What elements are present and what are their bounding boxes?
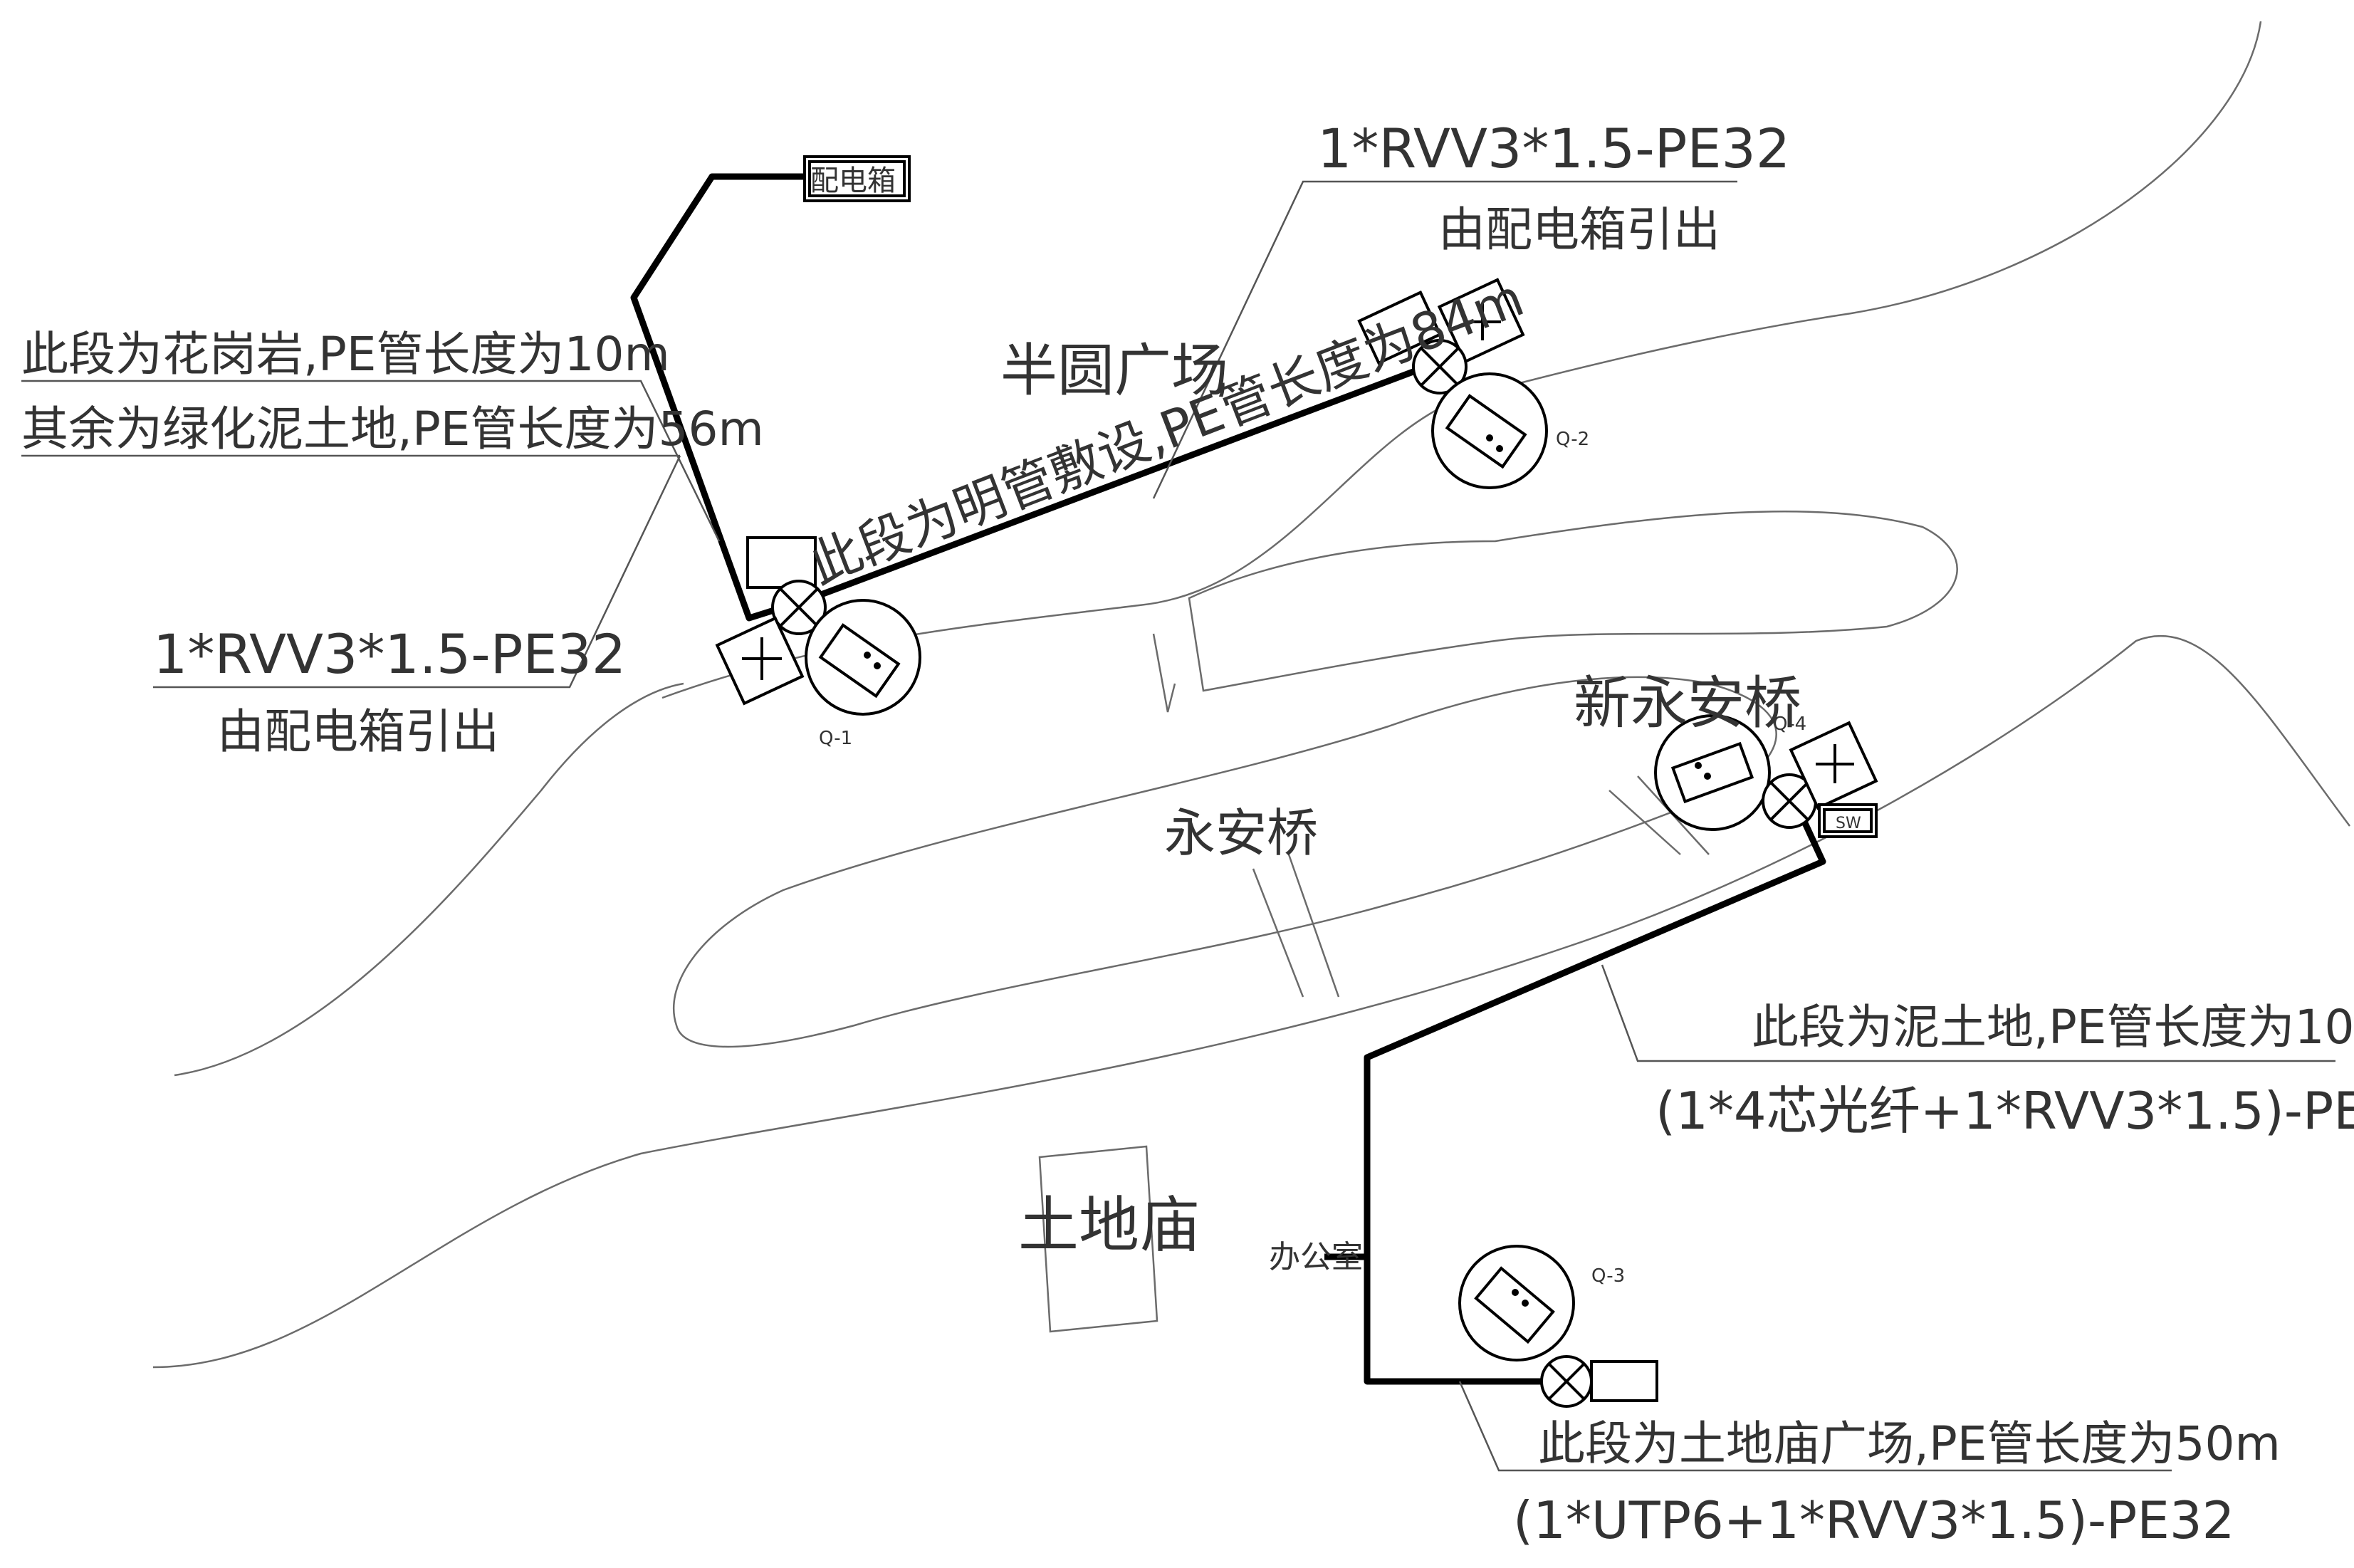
bridge-line-2 bbox=[1252, 868, 1304, 998]
q2-label: Q-2 bbox=[1556, 429, 1589, 450]
distribution-box-inner-frame bbox=[808, 160, 906, 197]
note-diagonal: 此段为明管敷设,PE管长度为84m bbox=[802, 268, 1532, 595]
q2-camera-body bbox=[1445, 394, 1527, 469]
q1-grounding-box bbox=[715, 616, 805, 706]
leader-lines bbox=[21, 180, 2335, 1472]
q4-camera-dot-1 bbox=[1695, 762, 1702, 769]
distribution-box: 配电箱 bbox=[803, 155, 911, 202]
switch-label: SW bbox=[1836, 815, 1861, 832]
q4-camera-body bbox=[1670, 741, 1754, 804]
place-tudi-temple: 土地庙 bbox=[1018, 1191, 1200, 1261]
cable-q4-to-q3 bbox=[1364, 814, 1826, 1385]
cable-routes bbox=[630, 173, 1826, 1385]
place-yongan-bridge: 永安桥 bbox=[1164, 803, 1318, 863]
leader-bottom bbox=[1458, 1381, 2172, 1472]
camera-q3: Q-3 bbox=[1458, 1245, 1658, 1408]
note-left-cable: 1*RVV3*1.5-PE32 bbox=[153, 622, 626, 686]
bridge-line-3 bbox=[1287, 854, 1340, 998]
distribution-box-label: 配电箱 bbox=[810, 164, 896, 197]
note-bottom-cable: (1*UTP6+1*RVV3*1.5)-PE32 bbox=[1513, 1490, 2234, 1550]
q1-camera-dot-2 bbox=[874, 662, 881, 669]
camera-q1: Q-1 bbox=[715, 536, 921, 749]
q1-junction-cross-b bbox=[779, 587, 819, 627]
note-left-greenland: 其余为绿化泥土地,PE管长度为56m bbox=[21, 402, 764, 456]
q3-label: Q-3 bbox=[1591, 1265, 1625, 1287]
q3-junction-cross-b bbox=[1547, 1362, 1586, 1401]
q1-camera-circle bbox=[805, 599, 921, 716]
q3-camera-dot-2 bbox=[1522, 1300, 1529, 1307]
bridge-line-4 bbox=[1608, 790, 1681, 855]
upper-island-edge bbox=[1188, 510, 1958, 692]
q4-label: Q-4 bbox=[1773, 714, 1806, 735]
cable-q1-to-q2 bbox=[810, 367, 1418, 602]
leader-right bbox=[1601, 964, 2335, 1062]
distribution-box-frame bbox=[803, 155, 911, 202]
terrain-lines bbox=[152, 21, 2351, 1369]
note-top-cable: 1*RVV3*1.5-PE32 bbox=[1317, 117, 1790, 180]
lower-bank bbox=[152, 635, 2351, 1369]
bridge-line-1 bbox=[1152, 633, 1176, 713]
note-left-source: 由配电箱引出 bbox=[217, 704, 499, 759]
q3-camera-circle bbox=[1458, 1245, 1575, 1361]
leader-left-top bbox=[21, 380, 721, 542]
note-right-soil: 此段为泥土地,PE管长度为100m bbox=[1752, 1000, 2354, 1055]
camera-q4: SW Q-4 bbox=[1654, 714, 1878, 838]
q1-label: Q-1 bbox=[819, 728, 852, 749]
note-bottom-square: 此段为土地庙广场,PE管长度为50m bbox=[1538, 1416, 2281, 1471]
place-office: 办公室 bbox=[1269, 1239, 1363, 1275]
q4-junction-cross-b bbox=[1769, 781, 1809, 821]
q1-camera-dot-1 bbox=[864, 652, 871, 659]
q4-camera-dot-2 bbox=[1704, 773, 1711, 780]
tudi-temple-building bbox=[1038, 1145, 1158, 1333]
q2-junction-cross-b bbox=[1420, 347, 1460, 387]
note-left-granite: 此段为花岗岩,PE管长度为10m bbox=[21, 327, 670, 382]
leader-top bbox=[1152, 180, 1737, 499]
cable-box-to-q1 bbox=[630, 173, 805, 622]
q3-camera-dot-1 bbox=[1512, 1289, 1519, 1296]
q1-device-box bbox=[746, 536, 817, 589]
place-banyuan: 半圆广场 bbox=[1000, 338, 1228, 404]
camera-q2: Q-2 bbox=[1357, 278, 1589, 489]
q2-device-box bbox=[1357, 291, 1443, 365]
note-right-cable: (1*4芯光纤+1*RVV3*1.5)-PE32 bbox=[1655, 1081, 2354, 1141]
leader-left-cable bbox=[153, 455, 681, 689]
island-outline bbox=[672, 676, 1777, 1048]
q2-camera-dot-1 bbox=[1486, 434, 1493, 441]
q1-camera-body bbox=[818, 623, 901, 699]
q2-camera-circle bbox=[1431, 372, 1548, 489]
river-bank-south bbox=[174, 682, 684, 1077]
note-top-source: 由配电箱引出 bbox=[1438, 202, 1720, 257]
switch-box-inner bbox=[1823, 808, 1873, 833]
q2-camera-dot-2 bbox=[1496, 445, 1503, 452]
q3-camera-body bbox=[1474, 1266, 1555, 1344]
place-new-yongan-bridge: 新永安桥 bbox=[1574, 670, 1801, 736]
q3-device-box bbox=[1590, 1360, 1658, 1402]
